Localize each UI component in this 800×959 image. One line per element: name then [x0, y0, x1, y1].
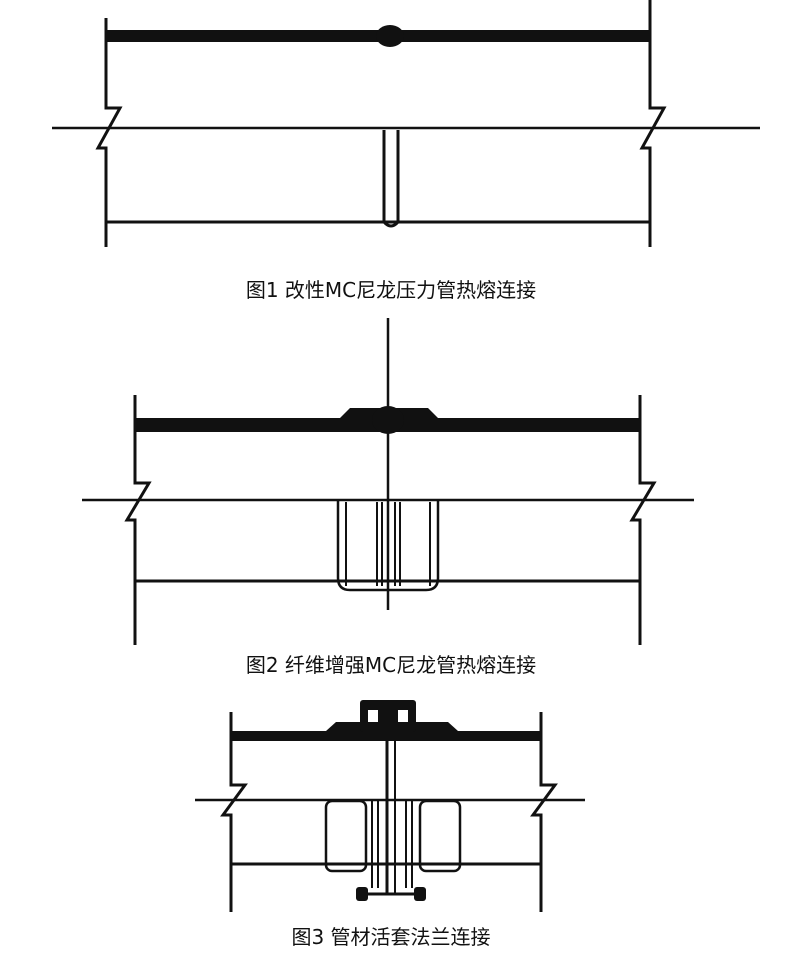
- figure-1-hot-melt-joint: [52, 0, 760, 247]
- fig3-flange-window-right: [398, 710, 408, 722]
- fig3-bolt-nut: [414, 887, 426, 901]
- fig2-weld-bead: [372, 406, 404, 434]
- fig3-flange-hub-right: [412, 722, 458, 741]
- figure-2-caption: 图2 纤维增强MC尼龙管热熔连接: [246, 653, 536, 677]
- fig1-left-boundary: [95, 18, 123, 247]
- fig1-weld-seam: [382, 130, 400, 228]
- fig3-stub-end-left: [324, 799, 368, 873]
- figure-3-caption: 图3 管材活套法兰连接: [291, 925, 490, 949]
- fig3-flange-hub-left: [326, 722, 362, 741]
- fig3-stub-end-right: [418, 799, 462, 873]
- fig3-top-pipe-wall: [231, 731, 541, 741]
- figure-1-caption: 图1 改性MC尼龙压力管热熔连接: [246, 278, 536, 302]
- fig3-bolt-head: [356, 887, 368, 901]
- fig1-weld-bead: [376, 25, 404, 47]
- fig3-right-boundary: [530, 712, 558, 912]
- fig2-right-boundary: [629, 395, 657, 645]
- figure-2-fiber-reinforced-joint: [82, 318, 694, 645]
- fig2-socket-sleeve: [336, 500, 440, 592]
- fig3-flange-window-left: [368, 710, 378, 722]
- fig3-left-boundary: [220, 712, 248, 912]
- fig3-flange-top: [360, 700, 416, 732]
- figure-3-loose-flange-joint: [195, 700, 585, 912]
- fig2-left-boundary: [124, 395, 152, 645]
